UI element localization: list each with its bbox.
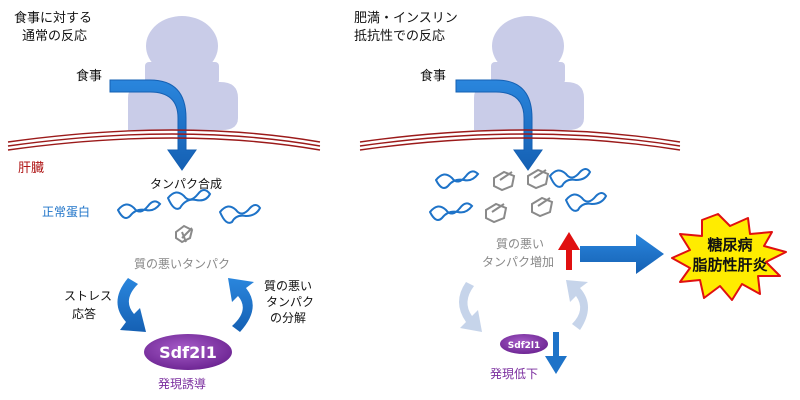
normal-proteins	[117, 189, 262, 224]
stress-label-line1: ストレス	[64, 289, 112, 303]
disease-burst	[671, 213, 787, 301]
right-gene-label: Sdf2l1	[508, 341, 540, 351]
liver-membrane	[7, 129, 321, 151]
protein-synthesis-label: タンパク合成	[150, 176, 222, 191]
left-gene-oval	[144, 334, 232, 370]
food-arrow	[109, 79, 197, 171]
right-person-icon	[474, 16, 584, 130]
disease-line2: 脂肪性肝炎	[692, 256, 767, 274]
left-gene-label: Sdf2l1	[159, 343, 217, 362]
right-bad-protein-line1: 質の悪い	[496, 236, 544, 251]
left-panel: 食事に対する 通常の反応 食事 肝臓 タンパク合成 正常蛋白	[7, 10, 321, 391]
degrade-label-line3: の分解	[270, 311, 306, 325]
right-panel: 肥満・インスリン 抵抗性での反応 食事	[354, 11, 787, 381]
decrease-arrow	[545, 332, 567, 374]
right-gene-oval	[500, 334, 548, 354]
left-food-label: 食事	[76, 68, 102, 84]
right-title-line2: 抵抗性での反応	[354, 29, 445, 44]
left-bad-protein-label: 質の悪いタンパク	[134, 256, 230, 271]
right-liver-membrane	[359, 129, 681, 151]
right-normal-proteins	[429, 168, 608, 221]
degrade-arrow	[228, 278, 254, 332]
right-food-label: 食事	[420, 68, 446, 84]
right-bad-protein-line2: タンパク増加	[482, 255, 554, 269]
degrade-label-line2: タンパク	[266, 295, 314, 309]
right-food-arrow	[455, 79, 543, 171]
left-liver-label: 肝臓	[18, 161, 44, 176]
to-disease-arrow	[580, 234, 664, 274]
right-bad-proteins	[485, 168, 554, 224]
left-expression-label: 発現誘導	[158, 377, 206, 391]
bad-protein-cluster	[175, 224, 194, 244]
degrade-label-line1: 質の悪い	[264, 278, 312, 293]
faded-degrade-arrow	[566, 280, 588, 330]
faded-stress-arrow	[459, 282, 482, 332]
normal-protein-label: 正常蛋白	[42, 204, 90, 219]
left-title-line2: 通常の反応	[22, 29, 87, 44]
left-title-line1: 食事に対する	[14, 10, 92, 26]
increase-arrow	[558, 232, 580, 270]
disease-line1: 糖尿病	[707, 236, 752, 254]
stress-label-line2: 応答	[72, 306, 96, 321]
right-title-line1: 肥満・インスリン	[354, 11, 458, 26]
stress-arrow	[117, 278, 146, 332]
right-expression-label: 発現低下	[490, 367, 538, 381]
